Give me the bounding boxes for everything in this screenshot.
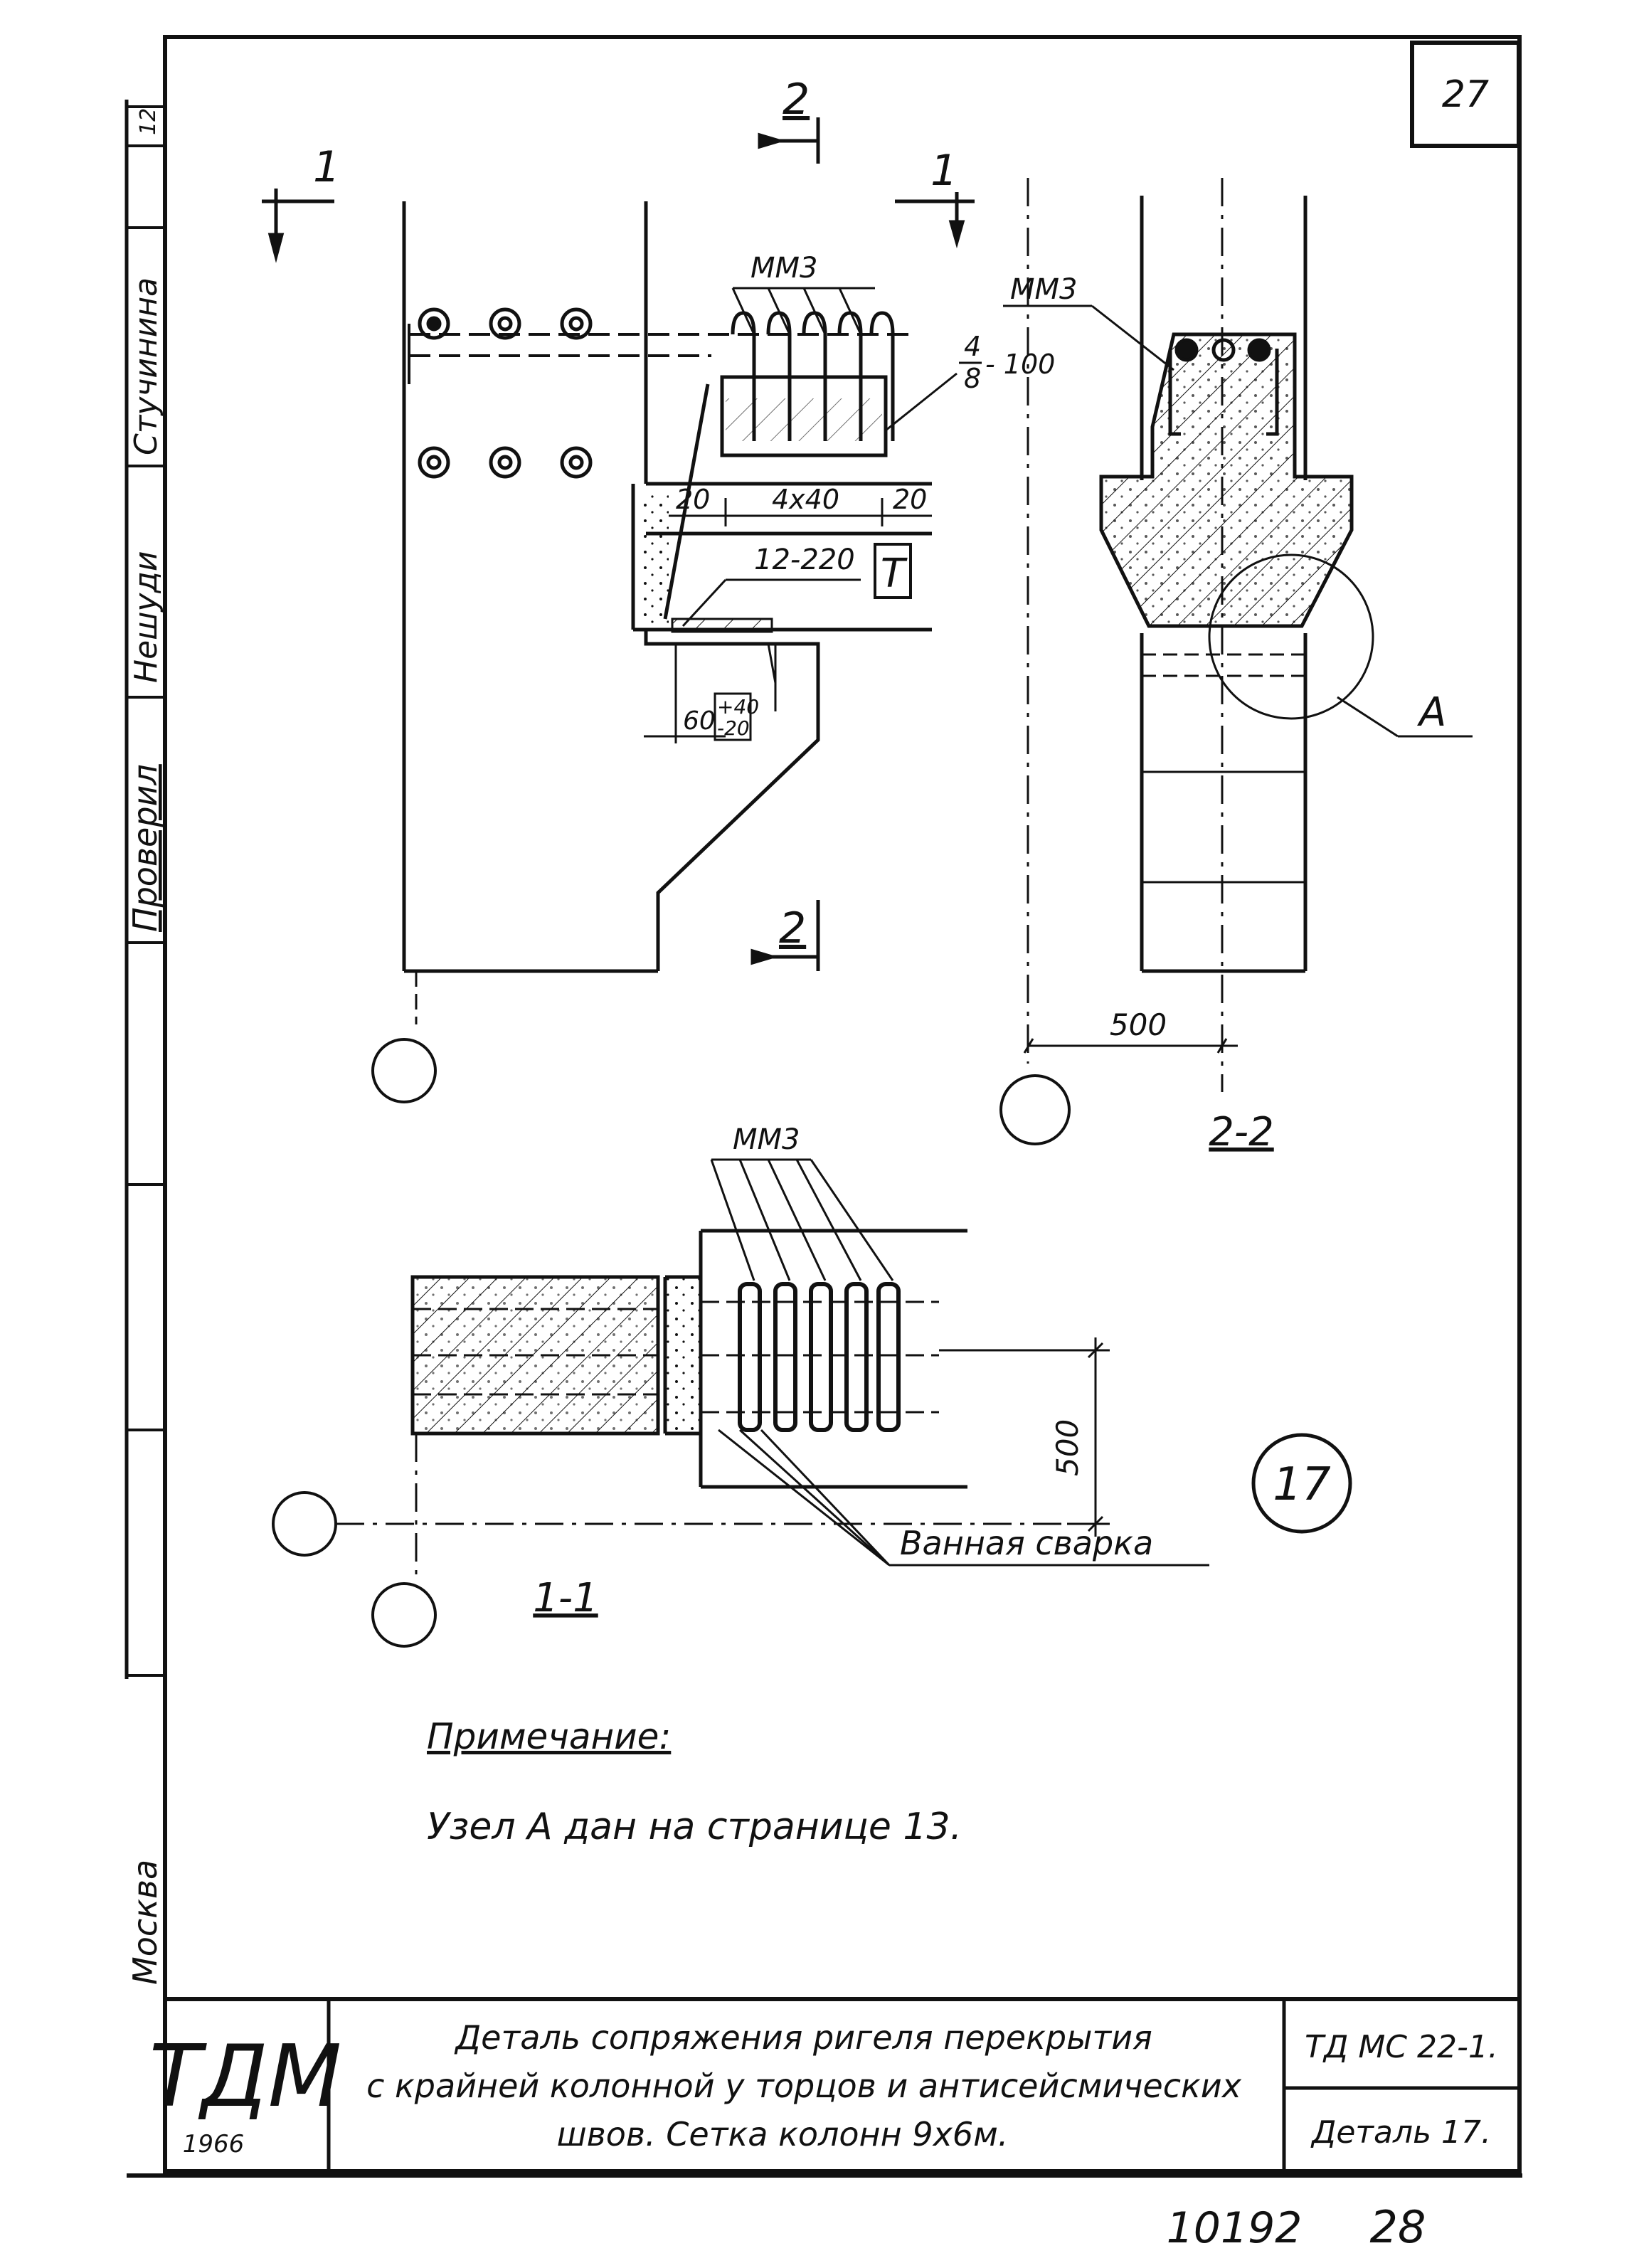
section-1-1-view: ММ3 Ванная сварка 500 1-1 [272, 1123, 1209, 1648]
org-label: ТДМ [149, 2028, 342, 2126]
note-text: Узел А дан на странице 13. [427, 1806, 962, 1848]
mm3-leaders [731, 287, 875, 335]
section-mark-1-left [262, 189, 334, 263]
mm3-label-2-2: ММ3 [1010, 273, 1077, 306]
series-label: ТД МС 22-1. [1305, 2029, 1498, 2065]
section-mark-1-right-label: 1 [930, 146, 958, 196]
rebar-bolts [418, 307, 593, 479]
year-label: 1966 [183, 2130, 245, 2158]
footer-number: 10192 [1167, 2203, 1303, 2253]
page-number-box: 27 [1410, 41, 1521, 148]
title-line-2: с крайней колонной у торцов и антисейсми… [366, 2067, 1242, 2105]
dimension-line-top [669, 498, 932, 526]
detail-label: Деталь 17. [1310, 2114, 1491, 2151]
view-1-1-label: 1-1 [533, 1575, 598, 1621]
top-rebar-line [408, 324, 911, 384]
section-mark-2-top [758, 117, 820, 164]
stamp-city: Москва [126, 1860, 164, 1985]
page-number: 27 [1442, 73, 1489, 116]
rebars-2-2 [1168, 338, 1279, 436]
section-2-2-view: ММ3 А 500 2-2 [999, 178, 1473, 1155]
view-2-2-label: 2-2 [1209, 1109, 1273, 1155]
elevation-view: 1 1 2 2 [262, 75, 1055, 1103]
column-outline [402, 201, 820, 973]
section-mark-1-left-label: 1 [313, 142, 340, 192]
dim-20-left: 20 [676, 484, 710, 515]
note-block: Примечание: Узел А дан на странице 13. [427, 1716, 962, 1848]
stamp-checked-label: Проверил [126, 764, 164, 932]
weld-spec-label: 12-220 [754, 544, 855, 576]
axis-bubble-1-1-bottom [371, 1582, 437, 1648]
note-heading: Примечание: [427, 1716, 671, 1757]
dim-60: 60 [683, 706, 716, 736]
beam-concrete-fill [644, 491, 669, 626]
footer-page: 28 [1370, 2201, 1426, 2253]
joint-fill [665, 1277, 701, 1434]
section-mark-2-top-label: 2 [783, 75, 810, 124]
stirrups-1-1 [738, 1282, 901, 1432]
dim-500-h: 500 [1110, 1007, 1167, 1042]
title-line-1: Деталь сопряжения ригеля перекрытия [454, 2018, 1152, 2057]
stamp-name-2: Нешуди [128, 551, 164, 683]
weld-zone [726, 398, 882, 441]
bath-weld-label: Ванная сварка [900, 1524, 1153, 1562]
tolerance-box [714, 692, 752, 741]
spacing-value: - 100 [985, 349, 1055, 380]
weld-symbol-box [874, 543, 912, 599]
detail-number: 17 [1273, 1458, 1331, 1511]
axis-bubble-elevation [371, 1038, 437, 1103]
column-rebar-lines-1-1 [701, 1300, 939, 1414]
weld-plate [671, 618, 773, 633]
section-mark-2-bottom [750, 900, 820, 971]
stamp-top-mark: 12 [136, 108, 161, 135]
node-a-circle [1208, 553, 1374, 720]
section-mark-2-bottom-label: 2 [779, 904, 806, 953]
mm3-label-elevation: ММ3 [750, 252, 817, 285]
spacing-denominator: 8 [964, 363, 981, 394]
side-stamp: 12 Стучинина Нешуди Проверил Москва [124, 100, 165, 1985]
detail-number-badge: 17 [1251, 1433, 1352, 1534]
tol-minus: -20 [717, 716, 750, 740]
column-2-2 [1140, 196, 1308, 973]
dim-500-v: 500 [1050, 1419, 1085, 1476]
section-mark-1-right [895, 192, 975, 249]
node-a-label: А [1417, 689, 1446, 736]
beam-rebar-lines-1-1 [413, 1308, 658, 1396]
axis-bubble-1-1-left [272, 1491, 337, 1557]
column-1-1 [663, 1229, 967, 1489]
tol-plus: +40 [717, 695, 759, 719]
title-line-3: швов. Сетка колонн 9х6м. [557, 2115, 1009, 2153]
stamp-name-1: Стучинина [128, 277, 164, 455]
spacing-numerator: 4 [964, 331, 981, 362]
axis-bubble-2-2 [999, 1074, 1071, 1145]
title-block: ТДМ 1966 Деталь сопряжения ригеля перекр… [149, 1997, 1519, 2171]
mm3-label-1-1: ММ3 [733, 1123, 800, 1156]
dim-4x40: 4х40 [772, 484, 839, 515]
weld-symbol: T [881, 551, 908, 597]
dim-20-right: 20 [893, 484, 927, 515]
sheet-frame [127, 35, 1522, 2178]
dimension-60 [644, 643, 777, 743]
